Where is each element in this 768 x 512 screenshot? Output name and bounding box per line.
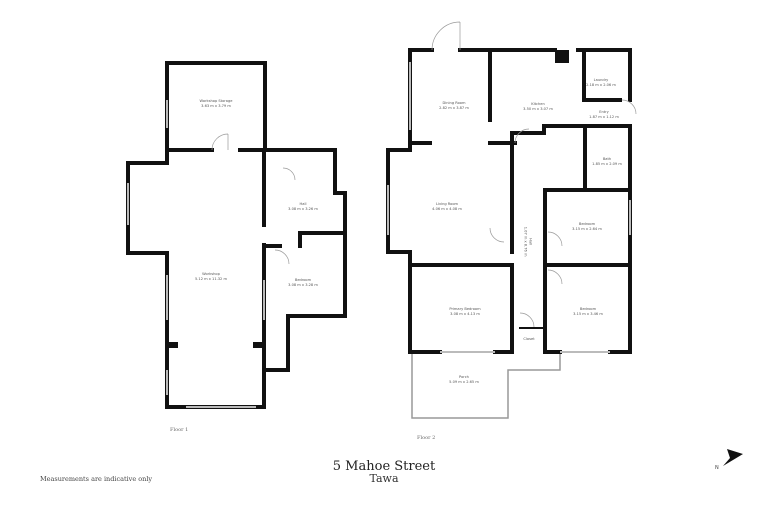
room-label-closet: Closet [523,337,535,341]
svg-text:N: N [715,465,719,471]
suburb: Tawa [369,472,399,485]
address-title: 5 Mahoe Street Tawa [333,460,435,485]
floor-1-walls [126,61,347,409]
north-arrow-icon: N [713,447,745,475]
disclaimer-text: Measurements are indicative only [40,475,153,483]
floor-1-label: Floor 1 [170,427,189,433]
floor-2-walls [386,48,632,354]
street-address: 5 Mahoe Street [332,459,436,474]
floor-2-label: Floor 2 [417,435,436,441]
